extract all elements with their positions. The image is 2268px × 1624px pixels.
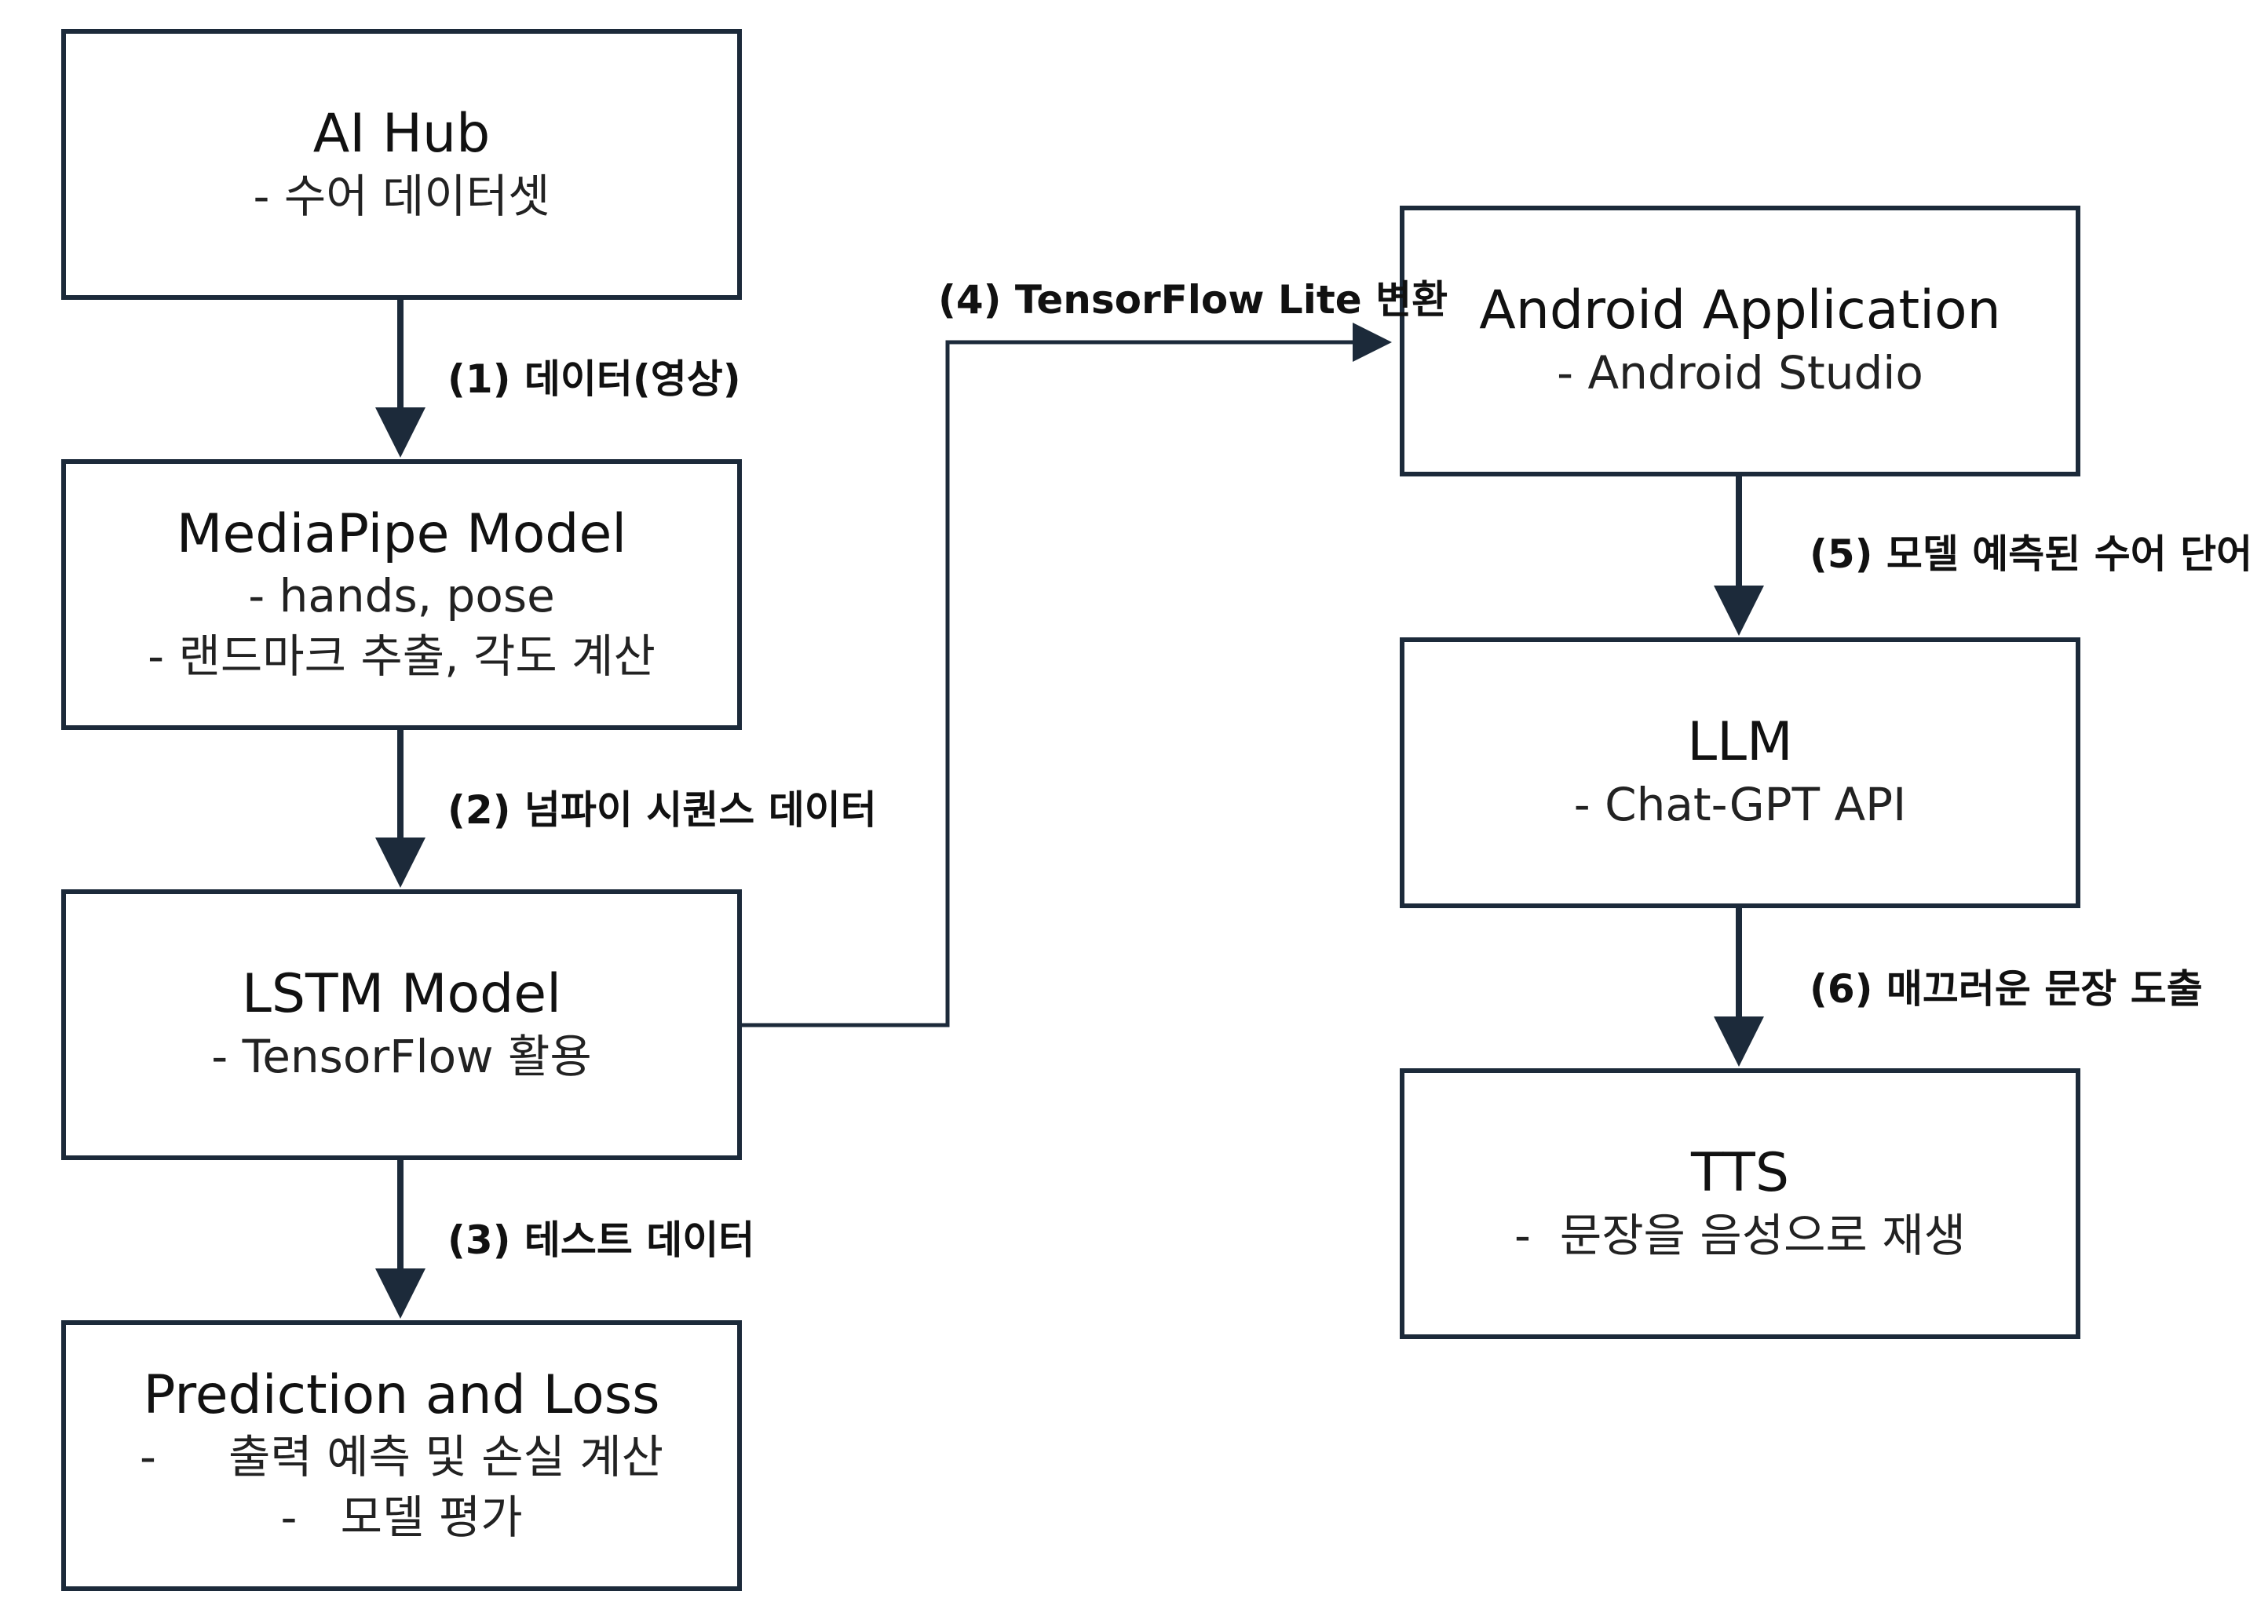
- ai-hub-title: AI Hub: [312, 103, 491, 166]
- tts-detail: - 문장을 음성으로 재생: [1514, 1208, 1966, 1262]
- tts-box: TTS - 문장을 음성으로 재생: [1400, 1068, 2080, 1339]
- llm-box: LLM - Chat-GPT API: [1400, 637, 2080, 908]
- ai-hub-box: AI Hub - 수어 데이터셋: [61, 29, 742, 300]
- prediction-box: Prediction and Loss - 출력 예측 및 손실 계산 - 모델…: [61, 1320, 742, 1591]
- prediction-detail-1: - 출력 예측 및 손실 계산: [139, 1430, 664, 1484]
- android-box: Android Application - Android Studio: [1400, 206, 2080, 476]
- android-title: Android Application: [1479, 279, 2001, 342]
- edge-label-4: (4) TensorFlow Lite 변환: [938, 277, 1448, 323]
- tts-title: TTS: [1690, 1142, 1790, 1205]
- android-detail: - Android Studio: [1557, 345, 1923, 400]
- edge-label-1: (1) 데이터(영상): [447, 356, 741, 402]
- edge-label-6: (6) 매끄러운 문장 도출: [1810, 966, 2203, 1012]
- mediapipe-box: MediaPipe Model - hands, pose - 랜드마크 추출,…: [61, 459, 742, 730]
- ai-hub-detail: - 수어 데이터셋: [253, 169, 550, 223]
- llm-detail: - Chat-GPT API: [1573, 777, 1907, 831]
- arrow-lstm-to-android: [741, 323, 1392, 1027]
- edge-label-2: (2) 넘파이 시퀀스 데이터: [447, 787, 877, 833]
- edge-label-5: (5) 모델 예측된 수어 단어: [1810, 531, 2253, 577]
- llm-title: LLM: [1687, 711, 1793, 774]
- lstm-title: LSTM Model: [241, 963, 562, 1026]
- lstm-detail: - TensorFlow 활용: [211, 1029, 592, 1083]
- lstm-box: LSTM Model - TensorFlow 활용: [61, 889, 742, 1160]
- mediapipe-title: MediaPipe Model: [176, 502, 627, 565]
- edge-label-3: (3) 테스트 데이터: [447, 1217, 755, 1263]
- mediapipe-detail-2: - 랜드마크 추출, 각도 계산: [148, 630, 656, 684]
- prediction-title: Prediction and Loss: [143, 1363, 660, 1426]
- prediction-detail-2: - 모델 평가: [280, 1491, 523, 1545]
- mediapipe-detail-1: - hands, pose: [248, 569, 555, 623]
